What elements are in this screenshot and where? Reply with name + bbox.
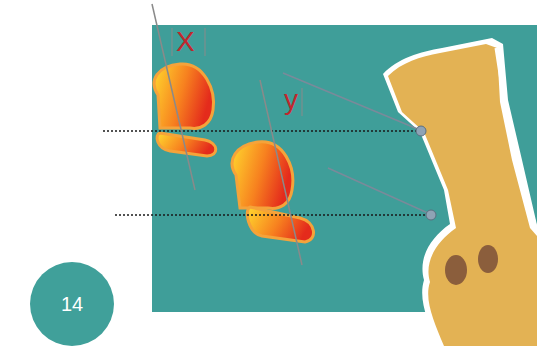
dotted-line: [103, 130, 422, 132]
point-dot: [426, 210, 436, 220]
tick-line: [205, 28, 206, 56]
point-dot: [416, 126, 426, 136]
pointer-line: [283, 73, 420, 130]
dotted-line: [115, 214, 432, 216]
axis-line: [260, 80, 302, 265]
tick-line: [172, 28, 173, 56]
lower-tooth-shape: [232, 142, 313, 242]
axis-label: y: [284, 86, 298, 114]
callout-number: 14: [61, 293, 83, 316]
axis-line: [152, 4, 195, 190]
bone-shape: [383, 38, 537, 346]
upper-tooth-shape: [154, 64, 216, 156]
axis-label: X: [176, 28, 195, 56]
callout-circle: 14: [30, 262, 114, 346]
tick-line: [302, 88, 303, 116]
pointer-line: [328, 168, 430, 214]
